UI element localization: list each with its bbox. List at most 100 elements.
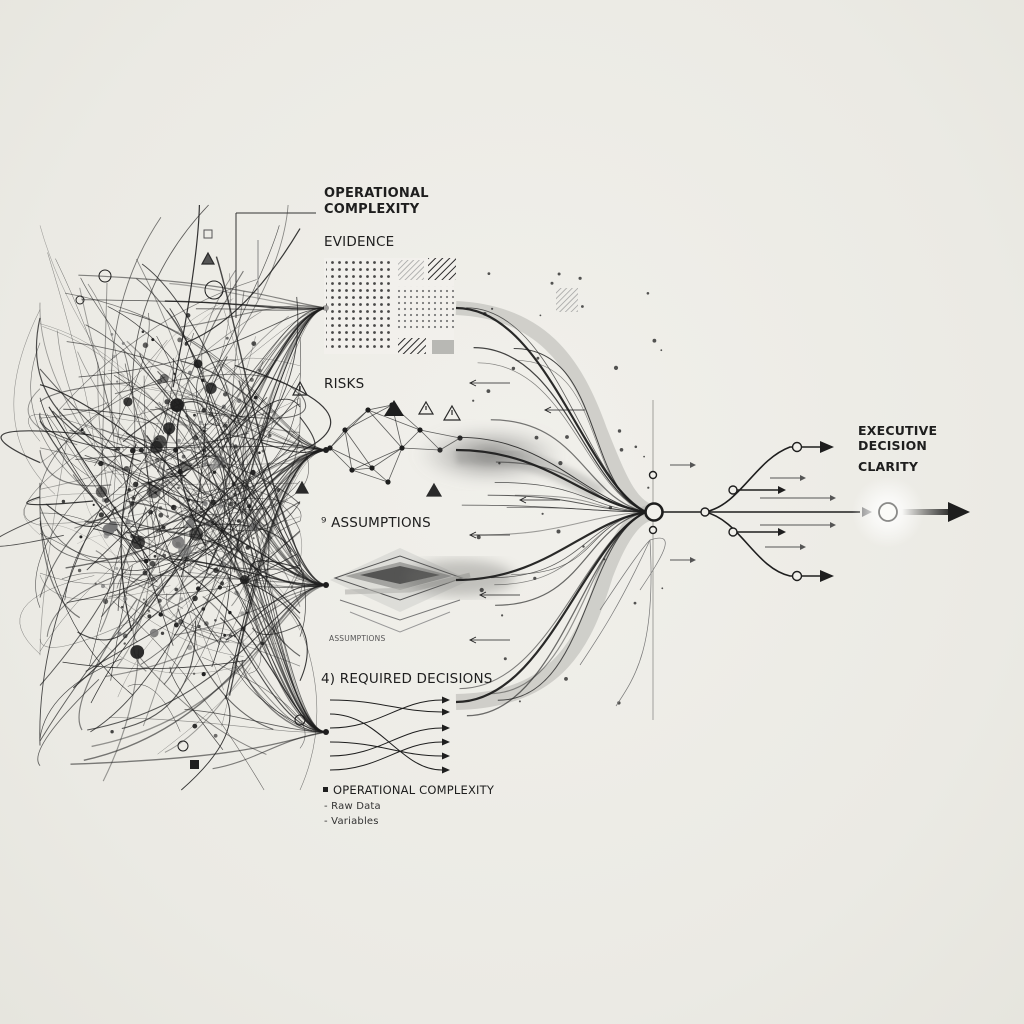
risk-node <box>417 427 423 433</box>
chaos-node <box>236 519 241 523</box>
chaos-node <box>94 582 97 585</box>
node-circle-icon <box>648 470 658 480</box>
flow-dot <box>503 657 507 661</box>
flow-dot <box>582 545 585 548</box>
funnel-line <box>229 655 327 733</box>
convergence-line <box>473 346 647 513</box>
chaos-node <box>185 519 195 528</box>
flow-dot <box>472 399 475 402</box>
funnel-line <box>147 307 327 589</box>
chaos-node <box>252 537 255 540</box>
chaos-node <box>251 341 257 346</box>
chaos-node <box>148 481 153 486</box>
chaos-line <box>46 571 127 637</box>
flow-dot <box>613 365 619 370</box>
convergence-line <box>477 362 647 513</box>
funnel-line <box>135 307 327 416</box>
chaos-line <box>0 430 92 464</box>
risk-edge <box>344 429 373 469</box>
chaos-node <box>199 507 203 511</box>
chaos-line <box>214 520 301 657</box>
flow-dot <box>487 272 491 275</box>
chaos-line <box>168 480 301 575</box>
chaos-node <box>92 503 95 506</box>
chaos-node <box>250 469 256 476</box>
chaos-node <box>153 554 157 558</box>
flow-dot <box>603 558 606 561</box>
funnel-line <box>202 596 327 733</box>
chaos-line <box>153 452 301 552</box>
flow-dot <box>643 455 645 458</box>
funnel-line <box>109 716 327 733</box>
chaos-line <box>47 252 96 451</box>
chaos-node <box>143 558 149 564</box>
chaos-line <box>132 474 187 521</box>
convergence-funnel <box>65 256 329 770</box>
chaos-node <box>173 372 176 375</box>
flow-dot <box>556 529 561 534</box>
convergence-line <box>487 494 647 513</box>
warning-triangle-icon <box>442 404 462 421</box>
chaos-node <box>122 633 128 639</box>
flow-dot <box>619 448 624 452</box>
chaos-node <box>102 523 115 536</box>
risk-edge <box>351 447 403 471</box>
chaos-line <box>205 356 228 426</box>
chaos-node <box>160 631 165 635</box>
funnel-line <box>110 521 327 586</box>
risk-edge <box>351 467 373 471</box>
chaos-line <box>26 496 94 506</box>
funnel-line <box>208 405 327 451</box>
chaos-line <box>39 368 226 530</box>
decision-line <box>329 713 443 771</box>
chaos-line <box>102 648 140 782</box>
funnel-line <box>141 263 327 586</box>
required-decisions-arrows <box>329 696 450 774</box>
warning-triangle-icon <box>200 251 216 265</box>
chaos-node <box>158 612 163 617</box>
chaos-line <box>39 439 68 656</box>
funnel-line <box>81 299 327 309</box>
chaos-node <box>220 581 225 586</box>
chaos-line <box>154 564 301 596</box>
chaos-line <box>28 414 95 442</box>
chaos-node <box>127 488 131 492</box>
funnel-line <box>168 558 327 586</box>
chaos-node <box>133 481 139 487</box>
header-title-line-2: COMPLEXITY <box>324 202 420 217</box>
chaos-node <box>116 380 119 383</box>
arrowhead-icon <box>442 752 450 760</box>
header-leader-line <box>203 212 316 318</box>
funnel-line <box>66 341 327 451</box>
convergence-line <box>475 511 647 536</box>
chaos-line <box>97 362 132 574</box>
chaos-node <box>178 544 192 558</box>
chaos-line <box>261 416 316 453</box>
chaos-line <box>39 520 134 696</box>
chaos-line <box>234 364 332 453</box>
stage-entry-node <box>323 729 329 735</box>
chaos-node <box>139 447 144 453</box>
chaos-node <box>212 470 217 474</box>
arrowhead-icon <box>778 528 786 536</box>
chaos-node <box>147 614 152 619</box>
chaos-node <box>134 620 138 624</box>
chaos-node <box>147 609 151 613</box>
funnel-line <box>140 307 327 470</box>
chaos-node <box>182 484 186 488</box>
arrowhead-icon <box>800 544 806 550</box>
decision-line <box>329 727 443 757</box>
chaos-line <box>142 497 186 727</box>
chaos-node <box>130 520 134 523</box>
convergence-line <box>497 511 647 701</box>
chaos-node <box>184 556 189 561</box>
chaos-node <box>161 525 166 530</box>
chaos-line <box>24 442 94 526</box>
chaos-node <box>130 534 135 539</box>
chaos-node <box>177 468 183 475</box>
funnel-line <box>136 278 327 733</box>
header-title: OPERATIONAL COMPLEXITY <box>324 186 429 218</box>
bullet-square-icon <box>190 760 199 769</box>
chaos-line <box>39 611 151 648</box>
chaos-node <box>121 605 124 609</box>
